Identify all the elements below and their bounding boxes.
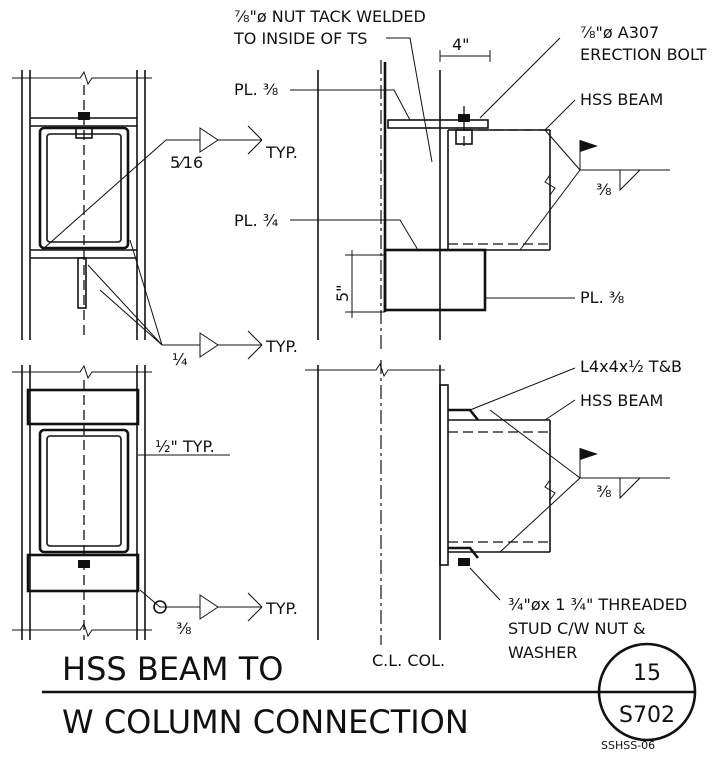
label-hss-beam-top: HSS BEAM [580, 90, 663, 109]
title-line1: HSS BEAM TO [62, 650, 283, 688]
weld-38-left: ⅜ [176, 619, 192, 638]
label-pl-38-bottom: PL. ⅜ [580, 288, 624, 307]
elevation-view-lower [305, 360, 556, 645]
label-half-typ: ½" TYP. [155, 437, 215, 456]
weld-516: 5⁄16 [170, 153, 203, 172]
note-stud-line1: ¾"øx 1 ¾" THREADED [508, 595, 687, 614]
sheet-number: S702 [619, 703, 675, 728]
section-view-lower [12, 364, 167, 640]
title-line2: W COLUMN CONNECTION [62, 703, 469, 741]
note-bolt-line2: ERECTION BOLT [580, 45, 707, 64]
label-pl-38-top: PL. ⅜ [234, 80, 278, 99]
labels: ⅞"ø NUT TACK WELDED TO INSIDE OF TS ⅞"ø … [155, 7, 707, 670]
label-cl-col: C.L. COL. [372, 651, 445, 670]
leaders [41, 37, 670, 622]
drawing-code: SSHSS-06 [601, 739, 655, 752]
note-bolt-line1: ⅞"ø A307 [580, 23, 659, 42]
typ-label-3: TYP. [265, 599, 298, 618]
note-nut-weld-line1: ⅞"ø NUT TACK WELDED [234, 7, 426, 26]
typ-label-2: TYP. [265, 337, 298, 356]
typ-label-1: TYP. [265, 143, 298, 162]
title-block: HSS BEAM TO W COLUMN CONNECTION 15 S702 … [42, 642, 697, 752]
note-stud-line2: STUD C/W NUT & [508, 619, 646, 638]
detail-number: 15 [633, 661, 661, 686]
dim-4in: 4" [452, 35, 470, 54]
note-nut-weld-line2: TO INSIDE OF TS [233, 29, 367, 48]
weld-14: ¼ [172, 350, 188, 369]
note-stud-line3: WASHER [508, 643, 577, 662]
weld-38-bottom: ⅜ [596, 482, 612, 501]
weld-38-top: ⅜ [596, 180, 612, 199]
label-hss-beam-bottom: HSS BEAM [580, 391, 663, 410]
label-pl-34: PL. ¾ [234, 211, 278, 230]
dim-5in: 5" [333, 284, 352, 302]
section-view-upper [12, 70, 152, 340]
label-angle: L4x4x½ T&B [580, 357, 682, 376]
elevation-view-upper [317, 60, 556, 350]
